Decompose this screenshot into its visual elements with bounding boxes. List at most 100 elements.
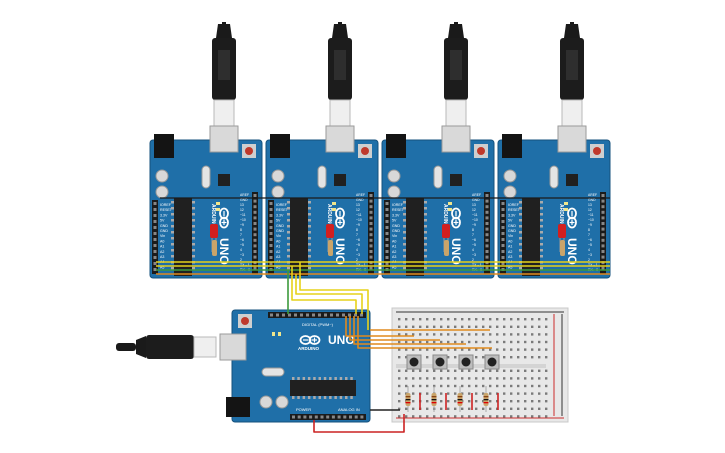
header-pin[interactable] [385,208,389,211]
breadboard-hole[interactable] [447,400,450,403]
breadboard-hole[interactable] [461,407,464,410]
header-pin[interactable] [330,313,333,317]
breadboard-hole[interactable] [510,384,513,388]
breadboard-hole[interactable] [517,377,520,380]
breadboard-hole[interactable] [531,318,534,321]
header-pin[interactable] [369,194,373,197]
header-pin[interactable] [314,415,318,419]
breadboard-hole[interactable] [510,407,513,410]
header-pin[interactable] [501,208,505,211]
breadboard-hole[interactable] [517,333,520,336]
breadboard-hole[interactable] [517,356,520,359]
breadboard-hole[interactable] [440,333,443,336]
breadboard-hole[interactable] [454,415,457,418]
breadboard-hole[interactable] [489,377,492,380]
header-pin[interactable] [369,266,373,270]
header-pin[interactable] [326,415,330,419]
breadboard-hole[interactable] [545,400,548,403]
reset-button-cap[interactable] [361,147,369,155]
header-pin[interactable] [269,250,273,253]
breadboard-hole[interactable] [447,348,450,351]
breadboard[interactable] [391,307,569,423]
breadboard-hole[interactable] [419,325,422,328]
top-arduino-board-2[interactable]: IOREFRESET3.3V5VGNDGNDVinA0A1A2A3A4A5ARE… [265,22,379,279]
breadboard-hole[interactable] [489,415,492,418]
breadboard-hole[interactable] [398,333,401,336]
breadboard-hole[interactable] [538,348,541,351]
header-pin[interactable] [485,250,489,253]
breadboard-hole[interactable] [433,325,436,328]
breadboard-hole[interactable] [531,348,534,351]
header-pin[interactable] [253,222,257,225]
breadboard-hole[interactable] [489,340,492,344]
breadboard-hole[interactable] [412,333,415,336]
breadboard-hole[interactable] [412,325,415,328]
breadboard-hole[interactable] [405,340,408,344]
header-pin[interactable] [385,226,389,229]
header-pin[interactable] [269,244,273,247]
breadboard-hole[interactable] [440,415,443,418]
breadboard-hole[interactable] [531,325,534,328]
breadboard-hole[interactable] [503,415,506,418]
breadboard-hole[interactable] [496,318,499,321]
breadboard-hole[interactable] [426,400,429,403]
breadboard-hole[interactable] [398,392,401,395]
breadboard-hole[interactable] [405,333,408,336]
breadboard-hole[interactable] [426,415,429,418]
breadboard-hole[interactable] [468,415,471,418]
breadboard-hole[interactable] [531,356,534,359]
reset-button-cap[interactable] [593,147,601,155]
header-pin[interactable] [331,415,335,419]
breadboard-hole[interactable] [545,407,548,410]
breadboard-hole[interactable] [447,415,450,418]
breadboard-hole[interactable] [454,340,457,344]
breadboard-hole[interactable] [426,348,429,351]
breadboard-hole[interactable] [426,318,429,321]
breadboard-hole[interactable] [405,377,408,380]
header-pin[interactable] [360,415,364,419]
header-pin[interactable] [601,244,605,248]
reset-button-cap[interactable] [245,147,253,155]
breadboard-hole[interactable] [524,325,527,328]
breadboard-hole[interactable] [468,407,471,410]
header-pin[interactable] [385,238,389,241]
breadboard-hole[interactable] [531,407,534,410]
breadboard-hole[interactable] [475,333,478,336]
breadboard-hole[interactable] [496,325,499,328]
header-pin[interactable] [501,232,505,235]
header-pin[interactable] [369,199,373,203]
breadboard-hole[interactable] [447,318,450,321]
breadboard-hole[interactable] [496,369,499,372]
breadboard-hole[interactable] [447,333,450,336]
breadboard-hole[interactable] [405,356,408,359]
breadboard-hole[interactable] [454,318,457,321]
breadboard-hole[interactable] [489,392,492,395]
pushbutton-cap[interactable] [435,357,445,367]
header-pin[interactable] [269,262,273,265]
breadboard-hole[interactable] [447,369,450,372]
breadboard-hole[interactable] [503,340,506,344]
header-pin[interactable] [601,199,605,203]
top-arduino-board-3[interactable]: IOREFRESET3.3V5VGNDGNDVinA0A1A2A3A4A5ARE… [381,22,495,279]
header-pin[interactable] [269,214,273,217]
breadboard-hole[interactable] [510,415,513,418]
breadboard-hole[interactable] [405,318,408,321]
breadboard-hole[interactable] [496,333,499,336]
breadboard-hole[interactable] [468,400,471,403]
header-pin[interactable] [354,415,358,419]
breadboard-hole[interactable] [545,392,548,395]
header-pin[interactable] [153,250,157,253]
pushbutton-cap[interactable] [409,357,419,367]
header-pin[interactable] [485,205,489,209]
breadboard-hole[interactable] [517,407,520,410]
breadboard-hole[interactable] [412,340,415,344]
header-pin[interactable] [253,194,257,197]
breadboard-hole[interactable] [503,407,506,410]
breadboard-hole[interactable] [503,325,506,328]
header-pin[interactable] [337,415,341,419]
header-pin[interactable] [601,227,605,231]
breadboard-hole[interactable] [524,356,527,359]
header-pin[interactable] [501,226,505,229]
breadboard-hole[interactable] [510,325,513,328]
breadboard-hole[interactable] [412,407,415,410]
